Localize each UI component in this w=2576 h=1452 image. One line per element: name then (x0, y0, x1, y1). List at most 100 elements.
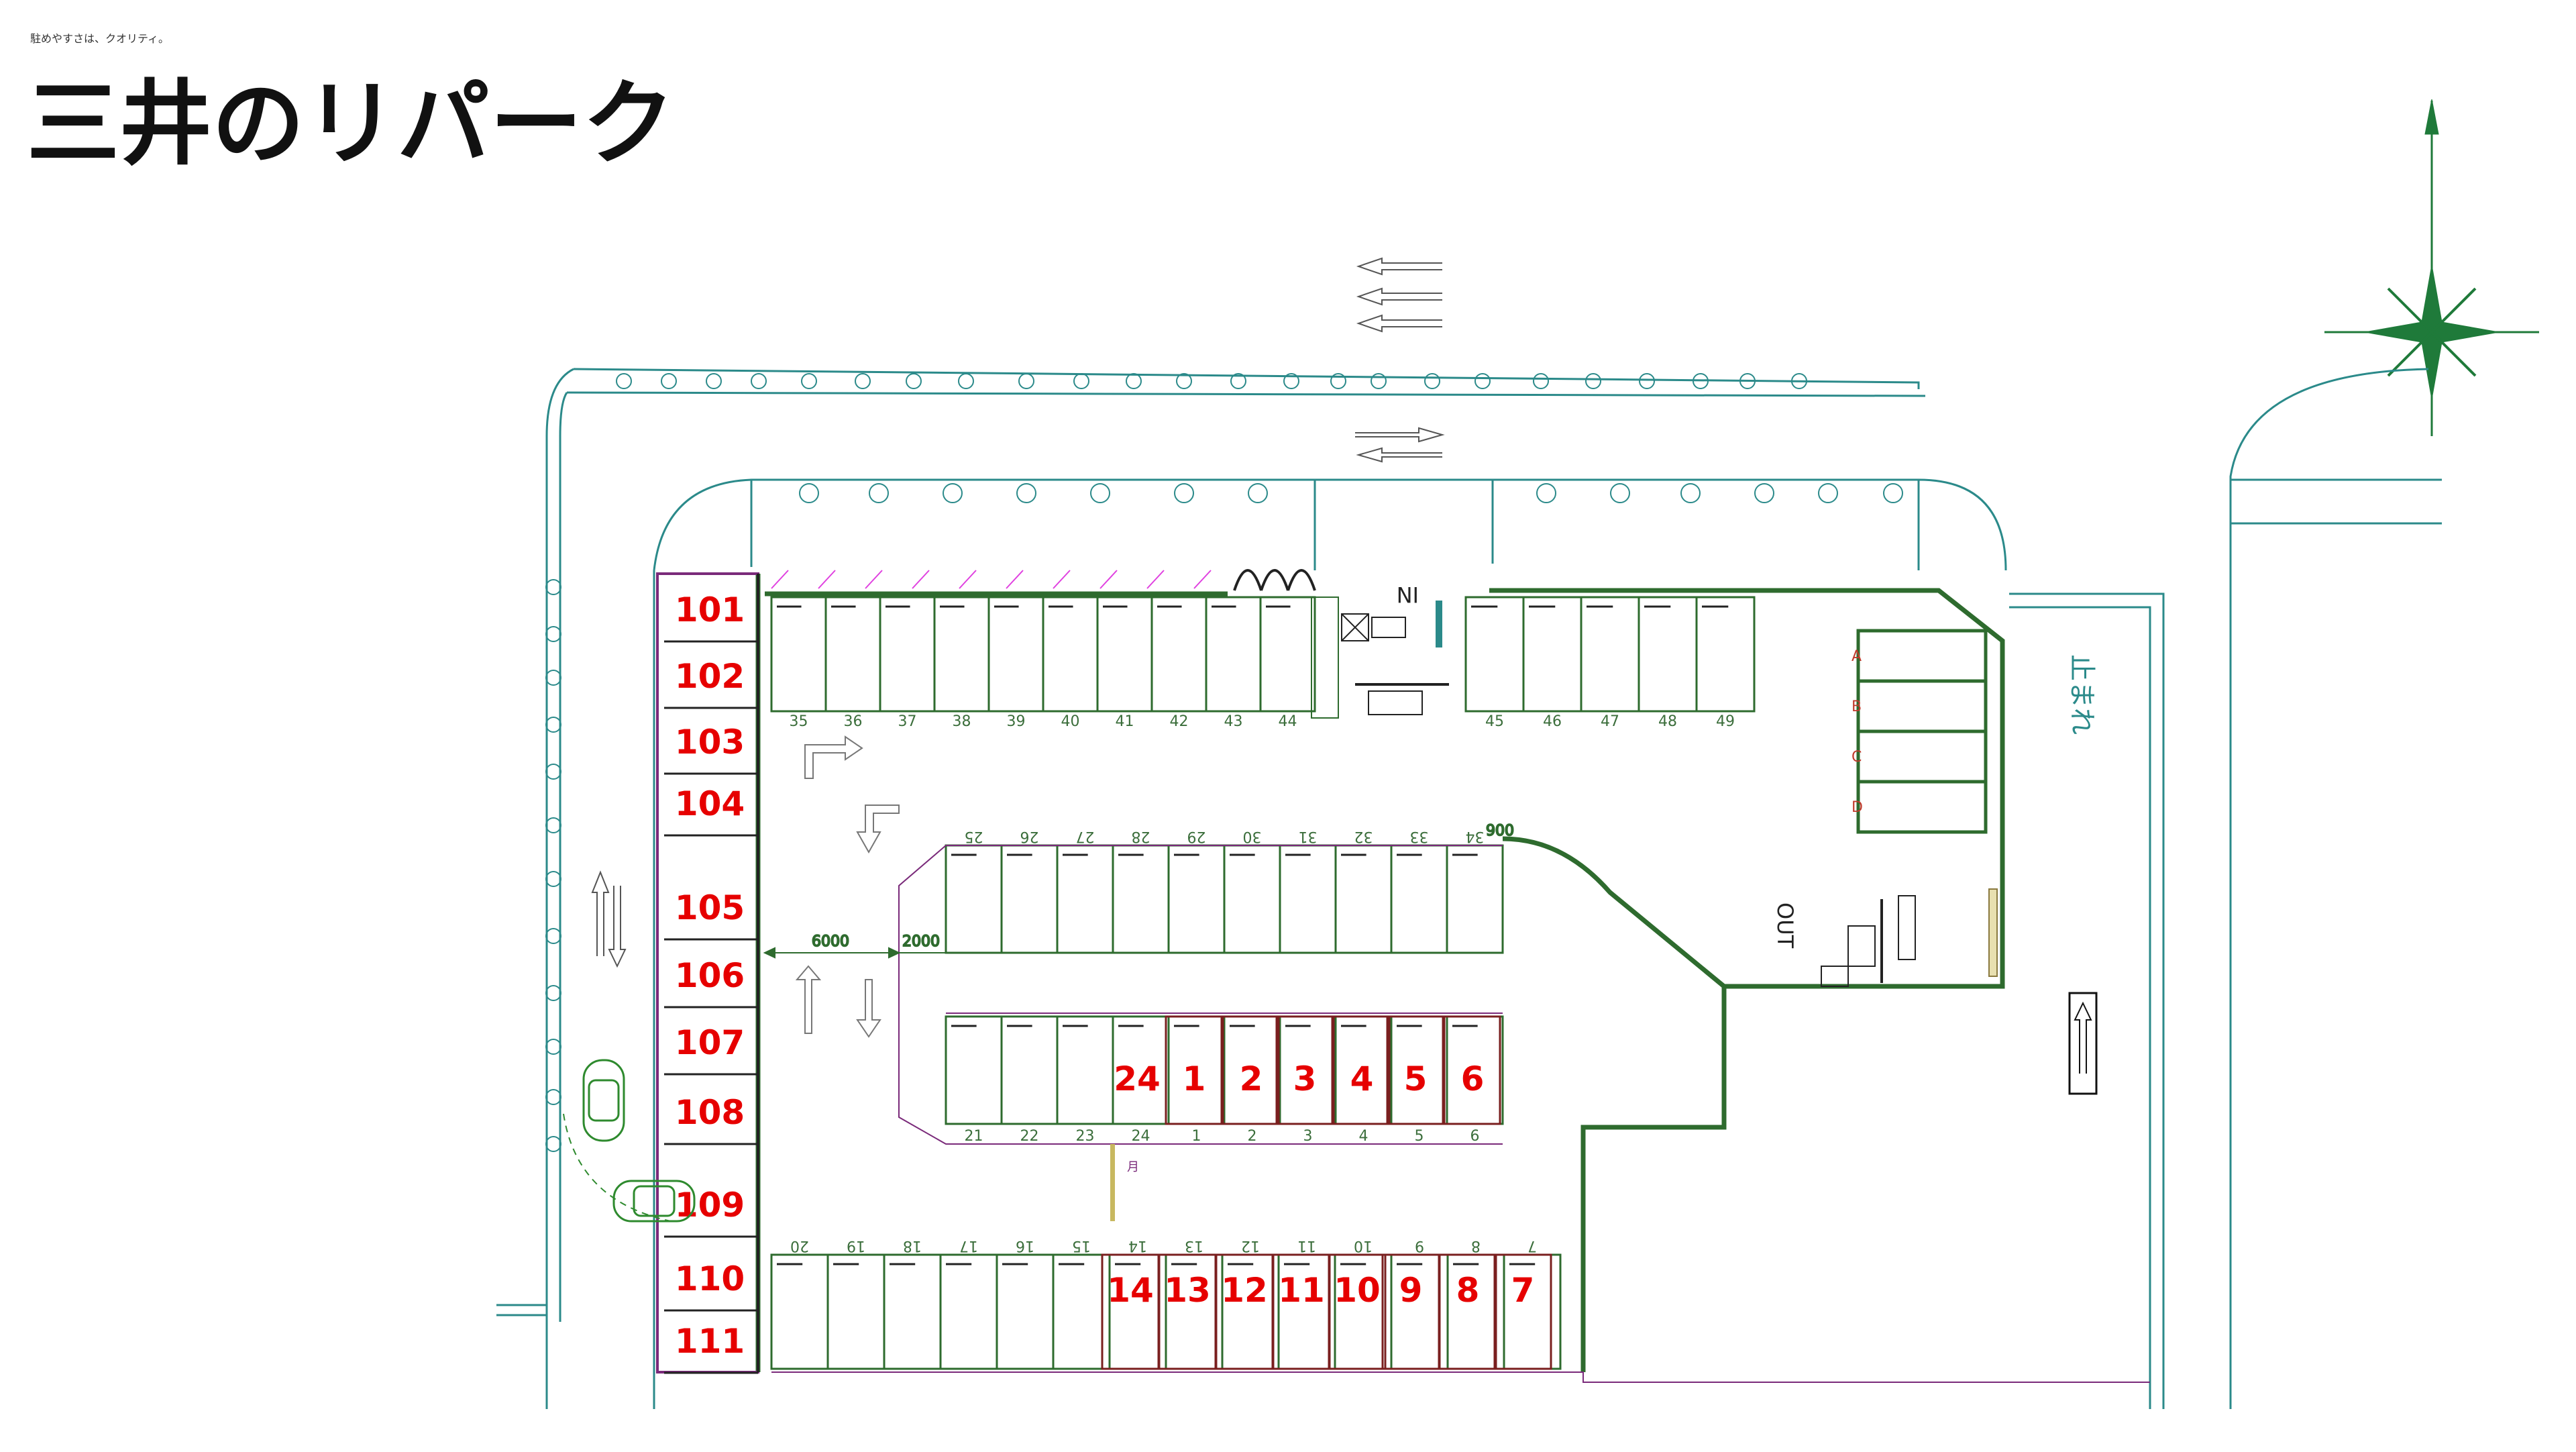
center-island (771, 845, 2150, 1383)
dimension-markers: 6000 2000 900 (763, 822, 1515, 959)
parking-space: 38 (933, 596, 990, 730)
space-number: 43 (1224, 713, 1243, 730)
space-number: 39 (1007, 713, 1026, 730)
parking-space: 21 (945, 1015, 1003, 1145)
space-number: 11 (1297, 1237, 1316, 1254)
entrance-gate: IN (1233, 569, 1449, 719)
svg-text:月: 月 (1127, 1160, 1139, 1174)
compartment-label: D (1851, 799, 1863, 816)
tree-row-top (616, 373, 1807, 389)
compartment-label: B (1851, 698, 1862, 715)
space-label: 6 (1461, 1059, 1485, 1098)
dimension-2000: 2000 (902, 933, 940, 950)
parking-space: 32 (1334, 828, 1393, 954)
space-label: 12 (1221, 1271, 1268, 1310)
space-number: 29 (1187, 828, 1206, 845)
space-label: 4 (1350, 1059, 1374, 1098)
space-number: 2 (1248, 1128, 1257, 1145)
space-number: 28 (1132, 828, 1150, 845)
space-number: 48 (1658, 713, 1677, 730)
parking-space: 104 (664, 784, 758, 837)
space-number: 42 (1170, 713, 1189, 730)
space-label: 103 (675, 723, 745, 762)
space-label: 2 (1240, 1059, 1263, 1098)
dimension-900: 900 (1486, 823, 1514, 839)
space-number: 13 (1185, 1237, 1203, 1254)
highlighted-space (1493, 1253, 1552, 1370)
space-label: 13 (1164, 1271, 1211, 1310)
parking-space: 33 (1390, 828, 1448, 954)
parking-space: 46 (1522, 596, 1582, 730)
space-label: 24 (1114, 1059, 1161, 1098)
space-number: 23 (1076, 1128, 1095, 1145)
parking-space: 34 (1446, 828, 1504, 954)
space-number: 27 (1076, 828, 1095, 845)
ticket-machine: 月 (1110, 1144, 1139, 1221)
space-number: 37 (898, 713, 917, 730)
parking-space: 23 (1056, 1015, 1114, 1145)
parking-space: 105 (664, 888, 758, 941)
road-stop-text: 止まれ (2066, 654, 2097, 735)
space-number: 22 (1020, 1128, 1039, 1145)
road-outline (496, 368, 2442, 1409)
space-number: 32 (1354, 828, 1373, 845)
parking-space: 35 (770, 596, 827, 730)
highlighted-space (1328, 1253, 1387, 1370)
parking-space: 17 (939, 1237, 998, 1370)
space-label: 102 (675, 657, 745, 696)
parking-space: 18 (883, 1237, 942, 1370)
space-number: 36 (844, 713, 863, 730)
compartment-label: C (1851, 749, 1862, 766)
exit-gate: OUT (1772, 888, 1998, 987)
space-number: 35 (790, 713, 808, 730)
highlighted-space (1275, 1015, 1334, 1125)
space-number: 6 (1470, 1128, 1480, 1145)
parking-space: 43 (1205, 596, 1262, 730)
road-arrow-icons (591, 257, 2098, 1095)
space-number: 45 (1485, 713, 1504, 730)
car-icon (563, 1059, 696, 1223)
parking-space: 29 (1167, 828, 1226, 954)
brand-logo: 駐めやすさは、クオリティ。 三井のリパーク (27, 32, 675, 178)
parking-space: 28 (1112, 828, 1170, 954)
space-number: 47 (1601, 713, 1619, 730)
hatch-strip (771, 570, 1212, 589)
parking-space: 42 (1150, 596, 1208, 730)
space-number: 24 (1132, 1128, 1150, 1145)
parking-space: 15 (1052, 1237, 1111, 1370)
tree-row-inner (799, 483, 1903, 503)
space-label: 3 (1293, 1059, 1317, 1098)
space-label: 8 (1456, 1271, 1480, 1310)
space-number: 41 (1116, 713, 1134, 730)
space-label: 105 (675, 888, 745, 927)
exit-label: OUT (1772, 902, 1798, 949)
lot-arrow-icons (795, 735, 900, 1038)
space-label: 10 (1334, 1271, 1381, 1310)
dimension-6000: 6000 (812, 933, 849, 950)
parking-space: 37 (879, 596, 936, 730)
space-number: 10 (1354, 1237, 1373, 1254)
space-number: 44 (1279, 713, 1297, 730)
highlighted-space (1165, 1015, 1223, 1125)
parking-space: 40 (1042, 596, 1099, 730)
parking-space: 106 (664, 956, 758, 1008)
parking-row-top-left: 35 36 37 38 39 40 41 42 43 44 (770, 596, 1316, 730)
compartment-label: A (1851, 648, 1862, 665)
parking-space: 102 (664, 657, 758, 709)
highlighted-space (1443, 1015, 1501, 1125)
brand-logo-text: 三井のリパーク (27, 70, 675, 178)
space-number: 8 (1471, 1237, 1481, 1254)
tree-column-left (545, 579, 561, 1152)
space-number: 12 (1241, 1237, 1260, 1254)
parking-space: 41 (1096, 596, 1153, 730)
parking-space: 48 (1638, 596, 1698, 730)
parking-space: 22 (1000, 1015, 1059, 1145)
parking-space: 39 (987, 596, 1044, 730)
parking-space: 110 (664, 1259, 758, 1312)
space-label: 107 (675, 1023, 745, 1062)
space-number: 16 (1016, 1237, 1034, 1254)
space-number: 15 (1072, 1237, 1091, 1254)
